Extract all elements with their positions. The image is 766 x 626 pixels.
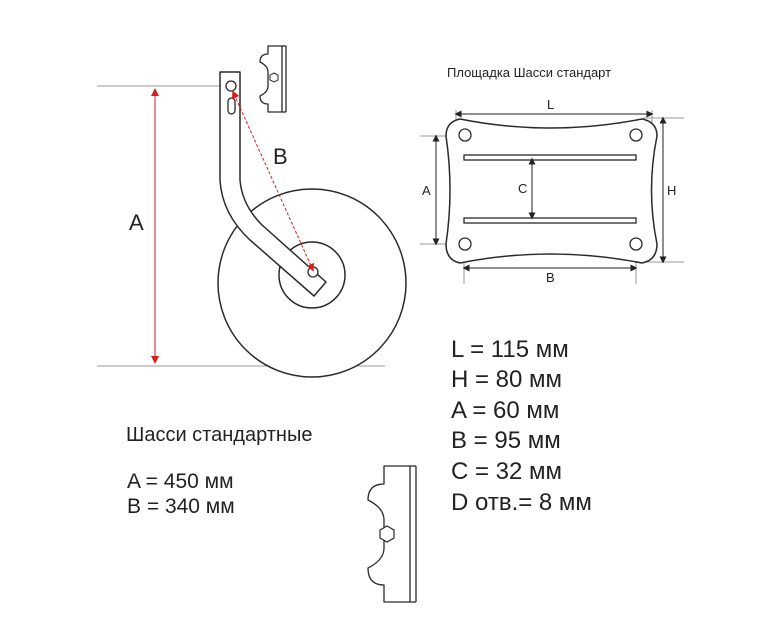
spec-a: A = 60 мм [451,397,559,424]
plate-slot-lower [463,217,637,224]
plate-title: Площадка Шасси стандарт [447,65,611,80]
side-plate-large [367,465,417,603]
plate-label-h: H [667,183,676,198]
chassis-spec-b: B = 340 мм [127,495,235,518]
hex-nut-large-icon [379,525,395,543]
plate-label-b: B [546,270,555,285]
plate-hole-top-left [458,128,472,142]
plate-hole-bottom-right [629,237,643,251]
chassis-title: Шасси стандартные [126,424,312,446]
plate-label-l: L [547,97,554,112]
plate-label-a: A [422,183,431,198]
dimension-b-arrow [231,90,315,272]
dimension-b-label: B [273,144,288,169]
spec-h: H = 80 мм [451,366,562,393]
spec-d: D отв.= 8 мм [451,489,592,516]
spec-l: L = 115 мм [451,336,569,363]
plate-hole-bottom-left [458,237,472,251]
dimension-a-label: A [129,210,144,235]
chassis-spec-a: A = 450 мм [127,470,234,493]
axle-hole [307,266,319,278]
adjust-slot [227,97,236,115]
side-plate-small [259,45,287,113]
wheel-assembly: A B [97,45,407,378]
plate-label-c: C [518,181,527,196]
plate-outline [445,118,658,264]
plate-hole-top-right [629,128,643,142]
plate-slot-upper [463,154,637,161]
hex-nut-icon [269,72,279,83]
mounting-plate-diagram: Площадка Шасси стандарт L A H C [420,65,684,285]
plate-specs: L = 115 мм H = 80 мм A = 60 мм B = 95 мм… [451,336,592,516]
top-mount-hole [225,80,237,92]
spec-b: B = 95 мм [451,427,561,454]
spec-c: C = 32 мм [451,458,562,485]
chassis-specs: Шасси стандартные A = 450 мм B = 340 мм [126,424,312,518]
